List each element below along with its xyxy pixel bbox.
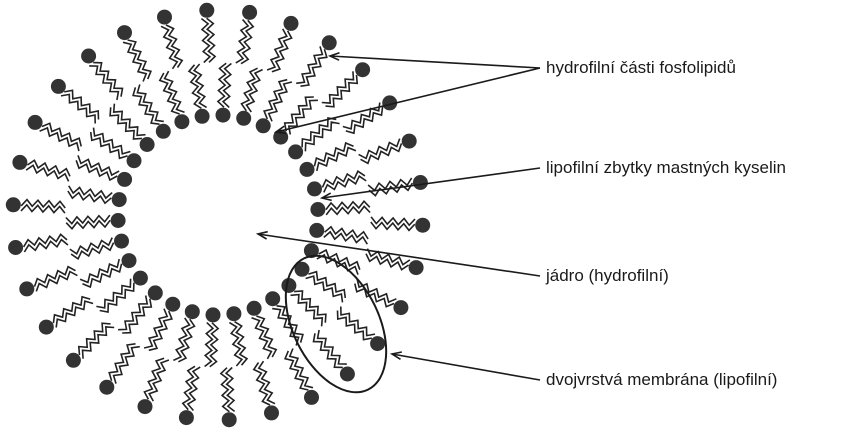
phospholipid-head-inner-11 [133, 271, 148, 286]
fatty-acid-tail-inner-2-1 [306, 276, 343, 302]
fatty-acid-tail-inner-19-1 [137, 85, 163, 122]
fatty-acid-tail-outer-27-1 [343, 103, 380, 129]
phospholipid-head-inner-9 [165, 297, 180, 312]
phospholipid-head-outer-25 [322, 35, 337, 50]
label-hydrophilic-heads: hydrofilní části fosfolipidů [546, 58, 736, 78]
phospholipid-head-outer-1 [409, 260, 424, 275]
phospholipid-head-inner-14 [111, 213, 126, 228]
phospholipid-head-outer-20 [117, 25, 132, 40]
phospholipid-head-inner-4 [265, 291, 280, 306]
phospholipid-head-inner-23 [236, 111, 251, 126]
phospholipid-head-inner-29 [310, 202, 325, 217]
phospholipid-head-outer-13 [19, 281, 34, 296]
phospholipid-head-outer-0 [415, 218, 430, 233]
fatty-acid-tail-inner-17-1 [94, 128, 131, 154]
phospholipid-head-outer-8 [179, 410, 194, 425]
phospholipid-head-inner-12 [122, 253, 137, 268]
label-core: jádro (hydrofilní) [546, 266, 669, 286]
phospholipid-head-outer-22 [199, 3, 214, 18]
fatty-acid-tail-outer-12-1 [56, 301, 93, 327]
phospholipid-head-outer-5 [304, 390, 319, 405]
phospholipid-head-inner-26 [288, 144, 303, 159]
phospholipid-head-inner-19 [156, 124, 171, 139]
phospholipid-head-outer-24 [284, 16, 299, 31]
phospholipid-head-inner-27 [300, 162, 315, 177]
phospholipid-head-outer-21 [157, 10, 172, 25]
phospholipid-head-inner-3 [281, 278, 296, 293]
phospholipid-head-inner-18 [140, 137, 155, 152]
pointer-bilayer [392, 354, 540, 380]
phospholipid-head-outer-12 [39, 320, 54, 335]
phospholipid-head-outer-16 [12, 155, 27, 170]
phospholipid-head-inner-6 [226, 306, 241, 321]
phospholipid-head-inner-7 [206, 307, 221, 322]
phospholipid-head-outer-7 [222, 412, 237, 427]
fatty-acid-tail-inner-12-1 [80, 259, 119, 282]
phospholipid-head-inner-13 [114, 234, 129, 249]
phospholipid-head-outer-6 [264, 405, 279, 420]
phospholipid-head-inner-8 [185, 304, 200, 319]
fatty-acid-tail-outer-20-1 [123, 42, 146, 81]
phospholipid-head-inner-22 [216, 108, 231, 123]
phospholipid-head-inner-10 [148, 285, 163, 300]
label-lipophilic-tails: lipofilní zbytky mastných kyselin [546, 158, 786, 178]
fatty-acid-tail-outer-10-1 [114, 347, 140, 384]
fatty-acid-tail-inner-4-1 [272, 309, 298, 346]
phospholipid-head-inner-0 [309, 223, 324, 238]
phospholipid-head-inner-21 [195, 109, 210, 124]
phospholipid-head-outer-9 [138, 399, 153, 414]
fatty-acid-tail-outer-2-1 [357, 279, 396, 302]
fatty-acid-tail-outer-5-1 [290, 349, 313, 388]
phospholipid-head-inner-17 [127, 153, 142, 168]
phospholipid-head-outer-2 [393, 300, 408, 315]
phospholipid-head-inner-5 [247, 301, 262, 316]
pointer-lines [258, 53, 540, 380]
phospholipid-head-outer-10 [99, 380, 114, 395]
phospholipid-head-outer-26 [355, 62, 370, 77]
phospholipid-head-outer-11 [66, 353, 81, 368]
fatty-acid-tail-outer-25-1 [296, 46, 322, 83]
phospholipid-head-outer-15 [6, 197, 21, 212]
phospholipid-head-outer-29 [413, 175, 428, 190]
phospholipid-head-outer-3 [370, 336, 385, 351]
phospholipid-head-outer-28 [402, 134, 417, 149]
phospholipid-head-inner-20 [174, 114, 189, 129]
phospholipid-layer [6, 3, 430, 427]
phospholipid-head-inner-15 [112, 192, 127, 207]
fatty-acid-tail-outer-17-1 [40, 128, 79, 151]
phospholipid-head-outer-17 [28, 115, 43, 130]
fatty-acid-tail-inner-24-1 [269, 82, 292, 121]
fatty-acid-tail-inner-9-1 [144, 309, 167, 348]
phospholipid-head-outer-19 [81, 49, 96, 64]
phospholipid-head-outer-4 [340, 367, 355, 382]
phospholipid-head-outer-18 [51, 79, 66, 94]
phospholipid-head-inner-24 [256, 118, 271, 133]
phospholipid-head-inner-28 [307, 181, 322, 196]
phospholipid-head-inner-16 [117, 172, 132, 187]
phospholipid-head-outer-14 [8, 240, 23, 255]
label-bilayer-membrane: dvojvrstvá membrána (lipofilní) [546, 370, 777, 390]
phospholipid-head-outer-23 [242, 5, 257, 20]
fatty-acid-tail-inner-27-1 [317, 148, 356, 171]
